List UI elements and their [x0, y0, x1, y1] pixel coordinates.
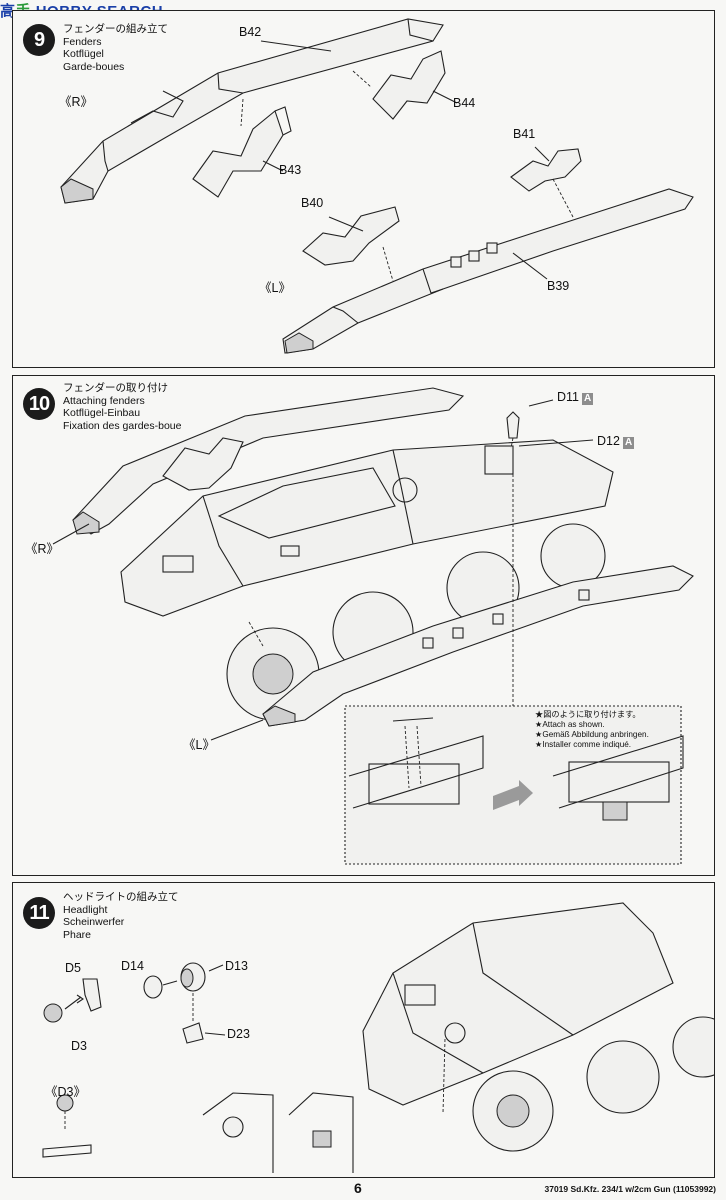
part-label-d3: D3 — [71, 1039, 87, 1053]
part-label-d5: D5 — [65, 961, 81, 975]
step-11-title-fr: Phare — [63, 928, 92, 941]
part-label-d13: D13 — [225, 959, 248, 973]
part-label-d23: D23 — [227, 1027, 250, 1041]
step-11-headlight-drawing — [42, 902, 714, 1173]
step-10-title-fr: Fixation des gardes-boue — [63, 419, 182, 432]
step-9-title-en: Fenders — [63, 35, 102, 48]
step-9-titles: フェンダーの組み立て Fenders Kotflügel Garde-boues — [63, 23, 168, 73]
step-10-title-en: Attaching fenders — [63, 394, 145, 407]
step-9-title-jp: フェンダーの組み立て — [63, 23, 168, 35]
page-number: 6 — [354, 1180, 362, 1196]
note-line-fr: ★Installer comme indiqué. — [535, 740, 632, 749]
part-label-b44: B44 — [453, 96, 476, 110]
part-label-b39: B39 — [547, 279, 570, 293]
part-label-b43: B43 — [279, 163, 302, 177]
side-label-right: 《R》 — [59, 95, 94, 109]
part-label-b41: B41 — [513, 127, 536, 141]
side-label-left: 《L》 — [183, 738, 215, 752]
runner-tag-a-2: A — [622, 437, 635, 449]
part-label-d14: D14 — [121, 959, 144, 973]
step-9-panel: 9 フェンダーの組み立て Fenders Kotflügel Garde-bou… — [12, 10, 715, 368]
step-9-title-de: Kotflügel — [63, 48, 104, 60]
step-9-fender-drawing — [60, 18, 694, 354]
step-10-assembly-drawing — [52, 387, 694, 865]
runner-tag-a: A — [582, 393, 594, 405]
part-label-b42: B42 — [239, 25, 262, 39]
step-11-panel: 11 ヘッドライトの組み立て Headlight Scheinwerfer Ph… — [12, 882, 715, 1178]
note-line-jp: ★図のように取り付けます。 — [535, 710, 641, 719]
detail-label-d3: 《D3》 — [45, 1085, 86, 1099]
step-11-title-jp: ヘッドライトの組み立て — [63, 891, 179, 903]
step-10-titles: フェンダーの取り付け Attaching fenders Kotflügel-E… — [63, 382, 182, 432]
attach-note: ★図のように取り付けます。 ★Attach as shown. ★Gemäß A… — [535, 710, 649, 750]
step-11-title-en: Headlight — [63, 903, 108, 916]
step-10-number: 10 — [23, 388, 55, 420]
note-line-de: ★Gemäß Abbildung anbringen. — [535, 730, 649, 739]
step-10-title-jp: フェンダーの取り付け — [63, 382, 168, 394]
step-11-number: 11 — [23, 897, 55, 929]
step-11-title-de: Scheinwerfer — [63, 916, 125, 928]
product-code: 37019 Sd.Kfz. 234/1 w/2cm Gun (11053992) — [544, 1184, 716, 1194]
step-10-title-de: Kotflügel-Einbau — [63, 407, 141, 419]
side-label-right: 《R》 — [25, 542, 60, 556]
step-11-titles: ヘッドライトの組み立て Headlight Scheinwerfer Phare — [63, 891, 179, 941]
part-label-b40: B40 — [301, 196, 324, 210]
note-line-en: ★Attach as shown. — [535, 720, 605, 729]
step-9-number: 9 — [23, 24, 55, 56]
step-10-panel: 10 フェンダーの取り付け Attaching fenders Kotflüge… — [12, 375, 715, 876]
side-label-left: 《L》 — [259, 281, 291, 295]
part-label-d11-text: D11 — [557, 390, 580, 404]
watermark-char-1: 高 — [0, 3, 16, 20]
step-9-title-fr: Garde-boues — [63, 60, 125, 73]
part-label-d12-text: D12 — [597, 434, 620, 448]
